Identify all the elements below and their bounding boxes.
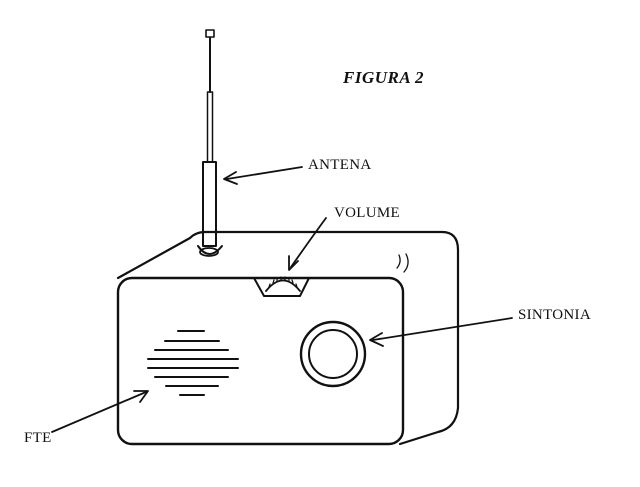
antenna-label: ANTENA <box>308 157 372 173</box>
arrow-fte-head <box>133 390 149 403</box>
speaker-grille <box>147 330 239 396</box>
sound-marks <box>396 253 409 273</box>
arrow-sintonia-shaft <box>372 317 513 341</box>
tuning-label: SINTONIA <box>518 307 591 323</box>
arrow-antena-shaft <box>226 166 303 180</box>
speaker-label: FTE <box>24 430 52 446</box>
antenna <box>197 29 223 257</box>
volume-knob-notch <box>253 277 310 297</box>
antenna-base-segment <box>202 161 217 247</box>
volume-label: VOLUME <box>334 205 400 221</box>
antenna-tip <box>205 29 215 38</box>
antenna-mid-segment <box>206 91 214 163</box>
radio-top-outline <box>116 230 460 446</box>
arrow-antena-head <box>223 171 238 185</box>
tuning-knob-inner <box>308 329 358 379</box>
arrow-sintonia-head <box>369 332 384 347</box>
figure-caption: FIGURA 2 <box>343 68 424 87</box>
tuning-knob-outer <box>299 320 367 388</box>
radio-front-face <box>116 276 405 446</box>
arrow-volume-head <box>288 255 299 271</box>
volume-knob-ridges <box>268 276 298 288</box>
arrow-fte-shaft <box>51 391 147 433</box>
antenna-base <box>197 245 223 255</box>
volume-knob <box>265 279 301 292</box>
antenna-mount <box>199 247 219 257</box>
arrow-volume-shaft <box>290 217 327 268</box>
callout-arrows <box>51 166 513 433</box>
